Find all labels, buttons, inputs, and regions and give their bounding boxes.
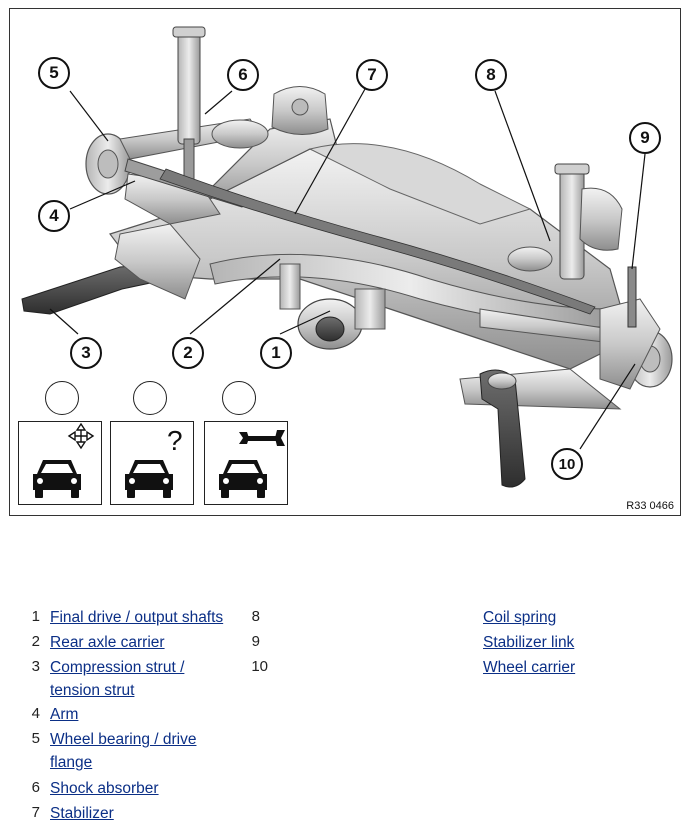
callout-8: 8 (475, 59, 507, 91)
move-car-icon (18, 421, 102, 505)
symbol-marker-2 (133, 381, 167, 415)
figure-reference-code: R33 0466 (626, 500, 674, 512)
callout-4: 4 (38, 200, 70, 232)
callout-5: 5 (38, 57, 70, 89)
legend-link-arm[interactable]: Arm (50, 706, 79, 723)
callout-10: 10 (551, 448, 583, 480)
legend-link-wheel-carrier[interactable]: Wheel carrier (483, 659, 576, 676)
symbol-marker-1 (45, 381, 79, 415)
svg-text:?: ? (167, 425, 183, 456)
legend-number-2: 2 (31, 633, 40, 650)
legend-number-4: 4 (31, 705, 40, 722)
legend-number-7: 7 (31, 804, 40, 821)
legend-link-compression-strut[interactable]: Compression strut / (50, 659, 185, 676)
legend-link-coil-spring[interactable]: Coil spring (483, 609, 557, 626)
legend-link-drive-flange[interactable]: flange (50, 754, 93, 771)
legend-number-1: 1 (31, 608, 40, 625)
callout-6: 6 (227, 59, 259, 91)
callout-7: 7 (356, 59, 388, 91)
legend-link-shock-absorber[interactable]: Shock absorber (50, 780, 159, 797)
callout-2: 2 (172, 337, 204, 369)
rear-axle-illustration (21, 26, 673, 488)
rear-axle-figure: 1 2 3 4 5 6 7 8 9 10 ? (9, 8, 681, 516)
symbol-marker-3 (222, 381, 256, 415)
legend-link-stabilizer-link[interactable]: Stabilizer link (483, 634, 575, 651)
legend-link-tension-strut[interactable]: tension strut (50, 682, 135, 699)
legend-number-9: 9 (251, 633, 260, 650)
legend-link-final-drive[interactable]: Final drive / output shafts (50, 609, 224, 626)
legend-number-8: 8 (251, 608, 260, 625)
callout-1: 1 (260, 337, 292, 369)
legend-link-rear-axle-carrier[interactable]: Rear axle carrier (50, 634, 165, 651)
legend-link-stabilizer[interactable]: Stabilizer (50, 805, 114, 822)
legend-number-5: 5 (31, 730, 40, 747)
question-car-icon: ? (110, 421, 194, 505)
callout-3: 3 (70, 337, 102, 369)
legend-link-wheel-bearing[interactable]: Wheel bearing / drive (50, 731, 197, 748)
legend-number-10: 10 (251, 658, 268, 675)
wrench-car-icon (204, 421, 288, 505)
callout-9: 9 (629, 122, 661, 154)
legend-number-6: 6 (31, 779, 40, 796)
legend-number-3: 3 (31, 658, 40, 675)
